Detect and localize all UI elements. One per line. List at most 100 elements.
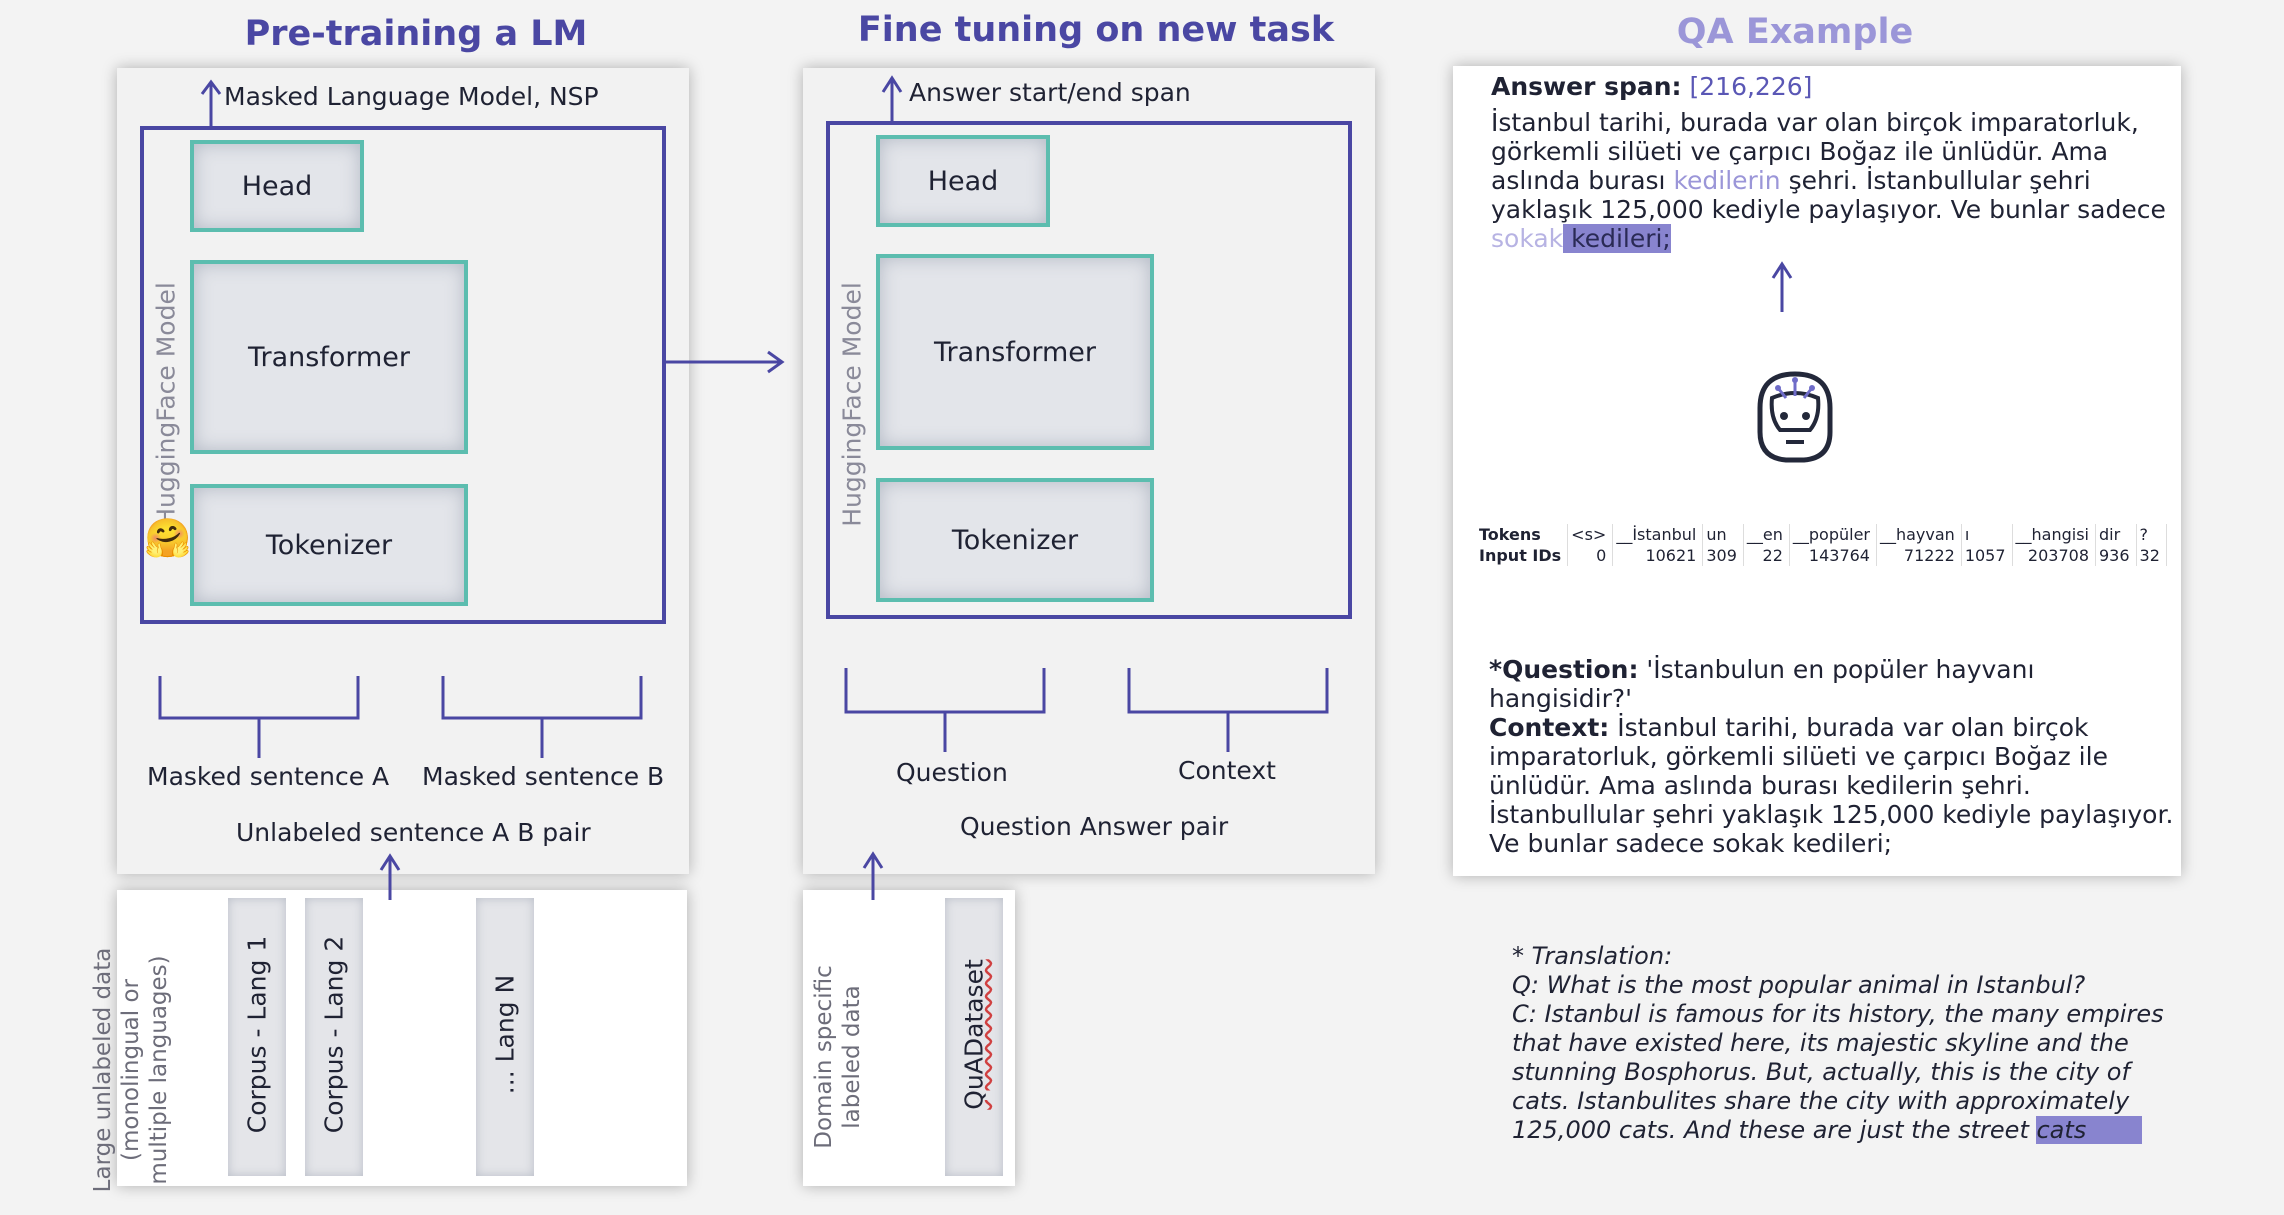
pretrain-pair-label: Unlabeled sentence A B pair xyxy=(236,818,591,847)
input-id-cell: 32 xyxy=(2136,545,2167,566)
context-line-4: İstanbullular şehri yaklaşık 125,000 ked… xyxy=(1489,800,2174,829)
pretrain-head: Head xyxy=(190,140,364,232)
pretrain-transformer-label: Transformer xyxy=(247,341,410,373)
answer-line-3-post: şehri. İstanbullular şehri xyxy=(1780,166,2091,195)
robot-head-icon xyxy=(1757,371,1833,463)
finetune-context-label: Context xyxy=(1178,756,1276,785)
tokens-row: Tokens <s> __İstanbul un __en __popüler … xyxy=(1476,524,2167,545)
finetune-head-label: Head xyxy=(927,165,999,197)
token-cell: ı xyxy=(1961,524,2013,545)
qa-title: QA Example xyxy=(1676,12,1914,52)
answer-line-4: yaklaşık 125,000 kediyle paylaşıyor. Ve … xyxy=(1491,195,2166,224)
tokens-header: Tokens xyxy=(1476,524,1569,545)
finetune-data-label: Domain specific labeled data xyxy=(810,927,880,1187)
answer-highlight-kedilerin: kedilerin xyxy=(1673,166,1781,195)
token-cell: dir xyxy=(2095,524,2137,545)
translation-line: * Translation: xyxy=(1512,942,1673,970)
answer-line-5: sokak kedileri; xyxy=(1491,224,2166,253)
finetune-transformer: Transformer xyxy=(876,254,1154,450)
pretrain-sentence-b: Masked sentence B xyxy=(422,762,665,791)
input-id-cell: 22 xyxy=(1743,545,1790,566)
qa-example-panel xyxy=(1453,66,2181,876)
answer-highlight-sokak: sokak xyxy=(1491,224,1564,253)
answer-text: İstanbul tarihi, burada var olan birçok … xyxy=(1491,108,2166,253)
token-cell: __en xyxy=(1743,524,1790,545)
corpus-lang-2-label: Corpus - Lang 2 xyxy=(319,935,349,1134)
translation-line: stunning Bosphorus. But, actually, this … xyxy=(1512,1058,2130,1086)
finetune-tokenizer: Tokenizer xyxy=(876,478,1154,602)
answer-span-label: Answer span: xyxy=(1491,72,1682,101)
answer-line-3: aslında burası kedilerin şehri. İstanbul… xyxy=(1491,166,2166,195)
context-line-5: Ve bunlar sadece sokak kedileri; xyxy=(1489,829,1893,858)
answer-line-3-pre: aslında burası xyxy=(1491,166,1674,195)
context-line-2: imparatorluk, görkemli silüeti ve çarpıc… xyxy=(1489,742,2108,771)
finetuning-title: Fine tuning on new task xyxy=(857,10,1335,50)
answer-span-value: [216,226] xyxy=(1689,72,1813,101)
huggingface-emoji-icon: 🤗 xyxy=(144,516,192,560)
question-line-2: hangisidir?' xyxy=(1489,684,1633,713)
translation-line: cats. Istanbulites share the city with a… xyxy=(1512,1087,2130,1115)
token-cell: __hayvan xyxy=(1876,524,1962,545)
question-line-1: *Question: 'İstanbulun en popüler hayvan… xyxy=(1489,655,2173,684)
input-id-cell: 10621 xyxy=(1612,545,1704,566)
finetune-head: Head xyxy=(876,135,1050,227)
answer-highlight-kedileri: kedileri; xyxy=(1563,224,1671,253)
corpus-lang-2 xyxy=(305,898,363,1176)
finetune-model-box xyxy=(826,121,1352,619)
translation-line: Q: What is the most popular animal in Is… xyxy=(1512,971,2086,999)
translation-line-last: 125,000 cats. And these are just the str… xyxy=(1512,1116,2164,1145)
tokens-table-wrap: Tokens <s> __İstanbul un __en __popüler … xyxy=(1476,524,2167,566)
corpus-lang-1 xyxy=(228,898,286,1176)
finetune-data-label-line1: Domain specific xyxy=(811,965,837,1149)
pretrain-tokenizer: Tokenizer xyxy=(190,484,468,606)
input-id-cell: 309 xyxy=(1702,545,1744,566)
translation-line: C: Istanbul is famous for its history, t… xyxy=(1512,1000,2164,1028)
pretrain-data-label-line3: multiple languages) xyxy=(146,955,172,1185)
translation-last-pre: 125,000 cats. And these are just the str… xyxy=(1512,1116,2037,1144)
context-label: Context: xyxy=(1489,713,1610,742)
token-cell: un xyxy=(1702,524,1744,545)
pretraining-title: Pre-training a LM xyxy=(244,14,588,54)
finetune-transformer-label: Transformer xyxy=(933,336,1096,368)
pretrain-data-label: Large unlabeled data (monolingual or mul… xyxy=(89,925,189,1215)
quadataset-box xyxy=(945,898,1003,1176)
pretrain-sentence-a: Masked sentence A xyxy=(147,762,390,791)
context-line-1: Context: İstanbul tarihi, burada var ola… xyxy=(1489,713,2173,742)
pretrain-model-box xyxy=(140,126,666,624)
token-cell: <s> xyxy=(1567,524,1614,545)
finetune-model-label: HuggingFace Model xyxy=(837,282,867,527)
context-line-3: ünlüdür. Ama aslında burası kedilerin şe… xyxy=(1489,771,2031,800)
question-text-1: 'İstanbulun en popüler hayvanı xyxy=(1638,655,2035,684)
pretrain-head-label: Head xyxy=(241,170,313,202)
finetune-data-label-line2: labeled data xyxy=(839,985,865,1129)
input-ids-row: Input IDs 0 10621 309 22 143764 71222 10… xyxy=(1476,545,2167,566)
pretrain-transformer: Transformer xyxy=(190,260,468,454)
tokens-table: Tokens <s> __İstanbul un __en __popüler … xyxy=(1476,524,2167,566)
context-text-1: İstanbul tarihi, burada var olan birçok xyxy=(1609,713,2089,742)
input-id-cell: 143764 xyxy=(1789,545,1877,566)
pretrain-data-label-line1: Large unlabeled data xyxy=(90,947,116,1193)
input-id-cell: 71222 xyxy=(1876,545,1962,566)
translation-block: * Translation: Q: What is the most popul… xyxy=(1512,942,2164,1145)
finetune-tokenizer-label: Tokenizer xyxy=(951,524,1079,556)
pretrain-output-label: Masked Language Model, NSP xyxy=(224,82,599,111)
input-id-cell: 1057 xyxy=(1961,545,2013,566)
token-cell: __popüler xyxy=(1789,524,1877,545)
token-cell: ? xyxy=(2136,524,2167,545)
finetune-output-label: Answer start/end span xyxy=(909,78,1191,107)
input-id-cell: 936 xyxy=(2095,545,2137,566)
input-id-cell: 203708 xyxy=(2012,545,2097,566)
token-cell: __İstanbul xyxy=(1612,524,1704,545)
question-label: *Question: xyxy=(1489,655,1639,684)
input-ids-header: Input IDs xyxy=(1476,545,1569,566)
answer-line-2: görkemli silüeti ve çarpıcı Boğaz ile ün… xyxy=(1491,137,2109,166)
answer-span-header: Answer span: [216,226] xyxy=(1491,72,1812,101)
pretrain-data-panel xyxy=(117,890,687,1186)
translation-highlight-cats: cats xyxy=(2036,1116,2143,1144)
answer-line-1: İstanbul tarihi, burada var olan birçok … xyxy=(1491,108,2139,137)
token-cell: __hangisi xyxy=(2012,524,2097,545)
finetune-question-label: Question xyxy=(896,758,1008,787)
question-context-block: *Question: 'İstanbulun en popüler hayvan… xyxy=(1489,655,2173,858)
finetune-pair-label: Question Answer pair xyxy=(960,812,1229,841)
pretrain-data-label-line2: (monolingual or xyxy=(118,979,144,1161)
